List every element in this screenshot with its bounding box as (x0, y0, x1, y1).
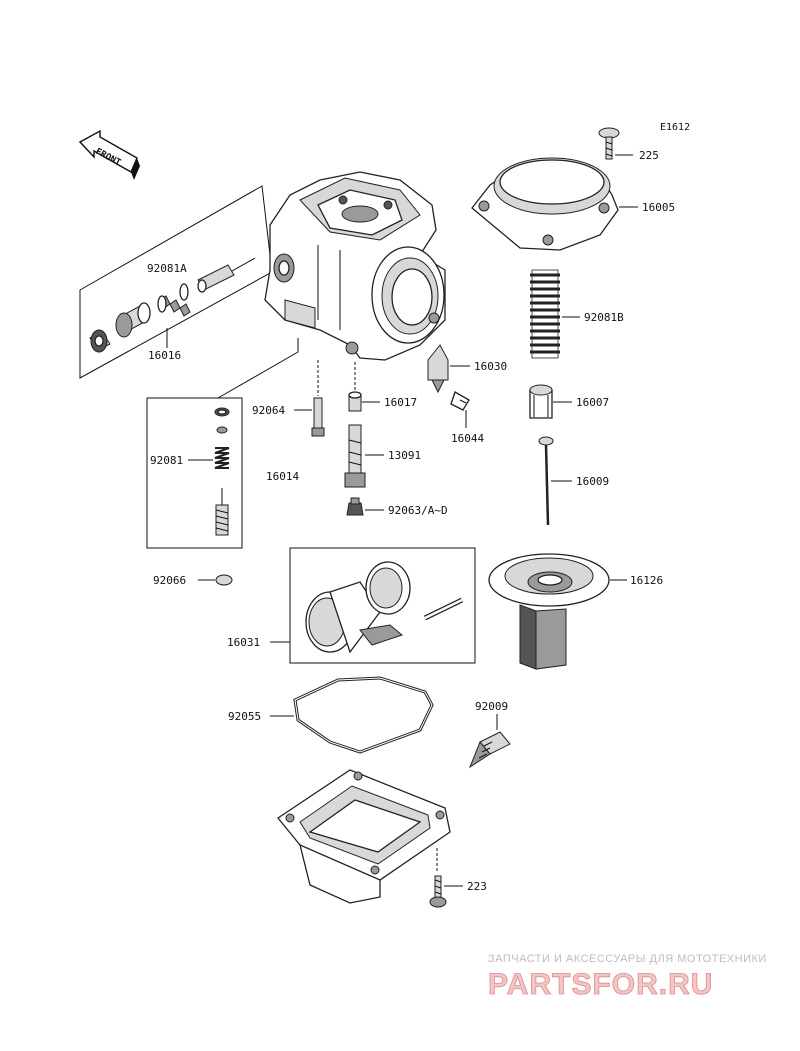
part-mixture-screw (215, 488, 229, 536)
part-spring-92081a (157, 283, 191, 317)
part-16031 (305, 561, 464, 654)
front-arrow-icon: FRONT (78, 129, 140, 180)
watermark-brand: PARTSFOR.RU (488, 968, 713, 1001)
float-panel (289, 547, 476, 664)
diagram-code: E1612 (660, 122, 690, 133)
part-92081-spring (214, 447, 230, 469)
part-16016 (89, 302, 151, 353)
label-92063: 92063/A~D (388, 504, 448, 517)
part-13091 (344, 424, 366, 488)
label-13091: 13091 (388, 449, 421, 462)
part-92063 (346, 497, 364, 516)
label-223: 223 (467, 880, 487, 893)
part-16017 (348, 391, 362, 412)
carburetor-body (264, 171, 446, 361)
part-16005 (471, 157, 619, 251)
part-16009 (538, 436, 554, 526)
label-16007: 16007 (576, 396, 609, 409)
label-16016: 16016 (148, 349, 181, 362)
label-92081b: 92081B (584, 311, 624, 324)
label-16044: 16044 (451, 432, 484, 445)
float-bowl (277, 769, 451, 904)
label-92055: 92055 (228, 710, 261, 723)
label-225: 225 (639, 149, 659, 162)
part-washer (216, 426, 228, 434)
label-16017: 16017 (384, 396, 417, 409)
label-92064: 92064 (252, 404, 285, 417)
label-16126: 16126 (630, 574, 663, 587)
part-223 (429, 875, 447, 908)
part-oring (214, 407, 230, 417)
part-16007 (529, 384, 553, 419)
part-16030 (427, 344, 449, 394)
part-16044 (450, 391, 470, 411)
watermark-tagline: ЗАПЧАСТИ И АКСЕССУАРЫ ДЛЯ МОТОТЕХНИКИ (488, 953, 767, 965)
pilot-jet-panel (146, 397, 243, 549)
part-225 (598, 127, 620, 160)
label-16009: 16009 (576, 475, 609, 488)
label-92081: 92081 (150, 454, 183, 467)
label-92066: 92066 (153, 574, 186, 587)
label-16005: 16005 (642, 201, 675, 214)
part-92055 (293, 676, 434, 754)
part-92081a (197, 257, 256, 293)
label-16031: 16031 (227, 636, 260, 649)
label-92009: 92009 (475, 700, 508, 713)
part-92064 (311, 397, 325, 437)
part-92066 (215, 574, 233, 586)
label-16014: 16014 (266, 470, 299, 483)
label-16030: 16030 (474, 360, 507, 373)
label-92081a: 92081A (147, 262, 187, 275)
part-92009 (468, 731, 511, 769)
part-16126 (488, 553, 610, 670)
part-92081b (530, 269, 560, 359)
